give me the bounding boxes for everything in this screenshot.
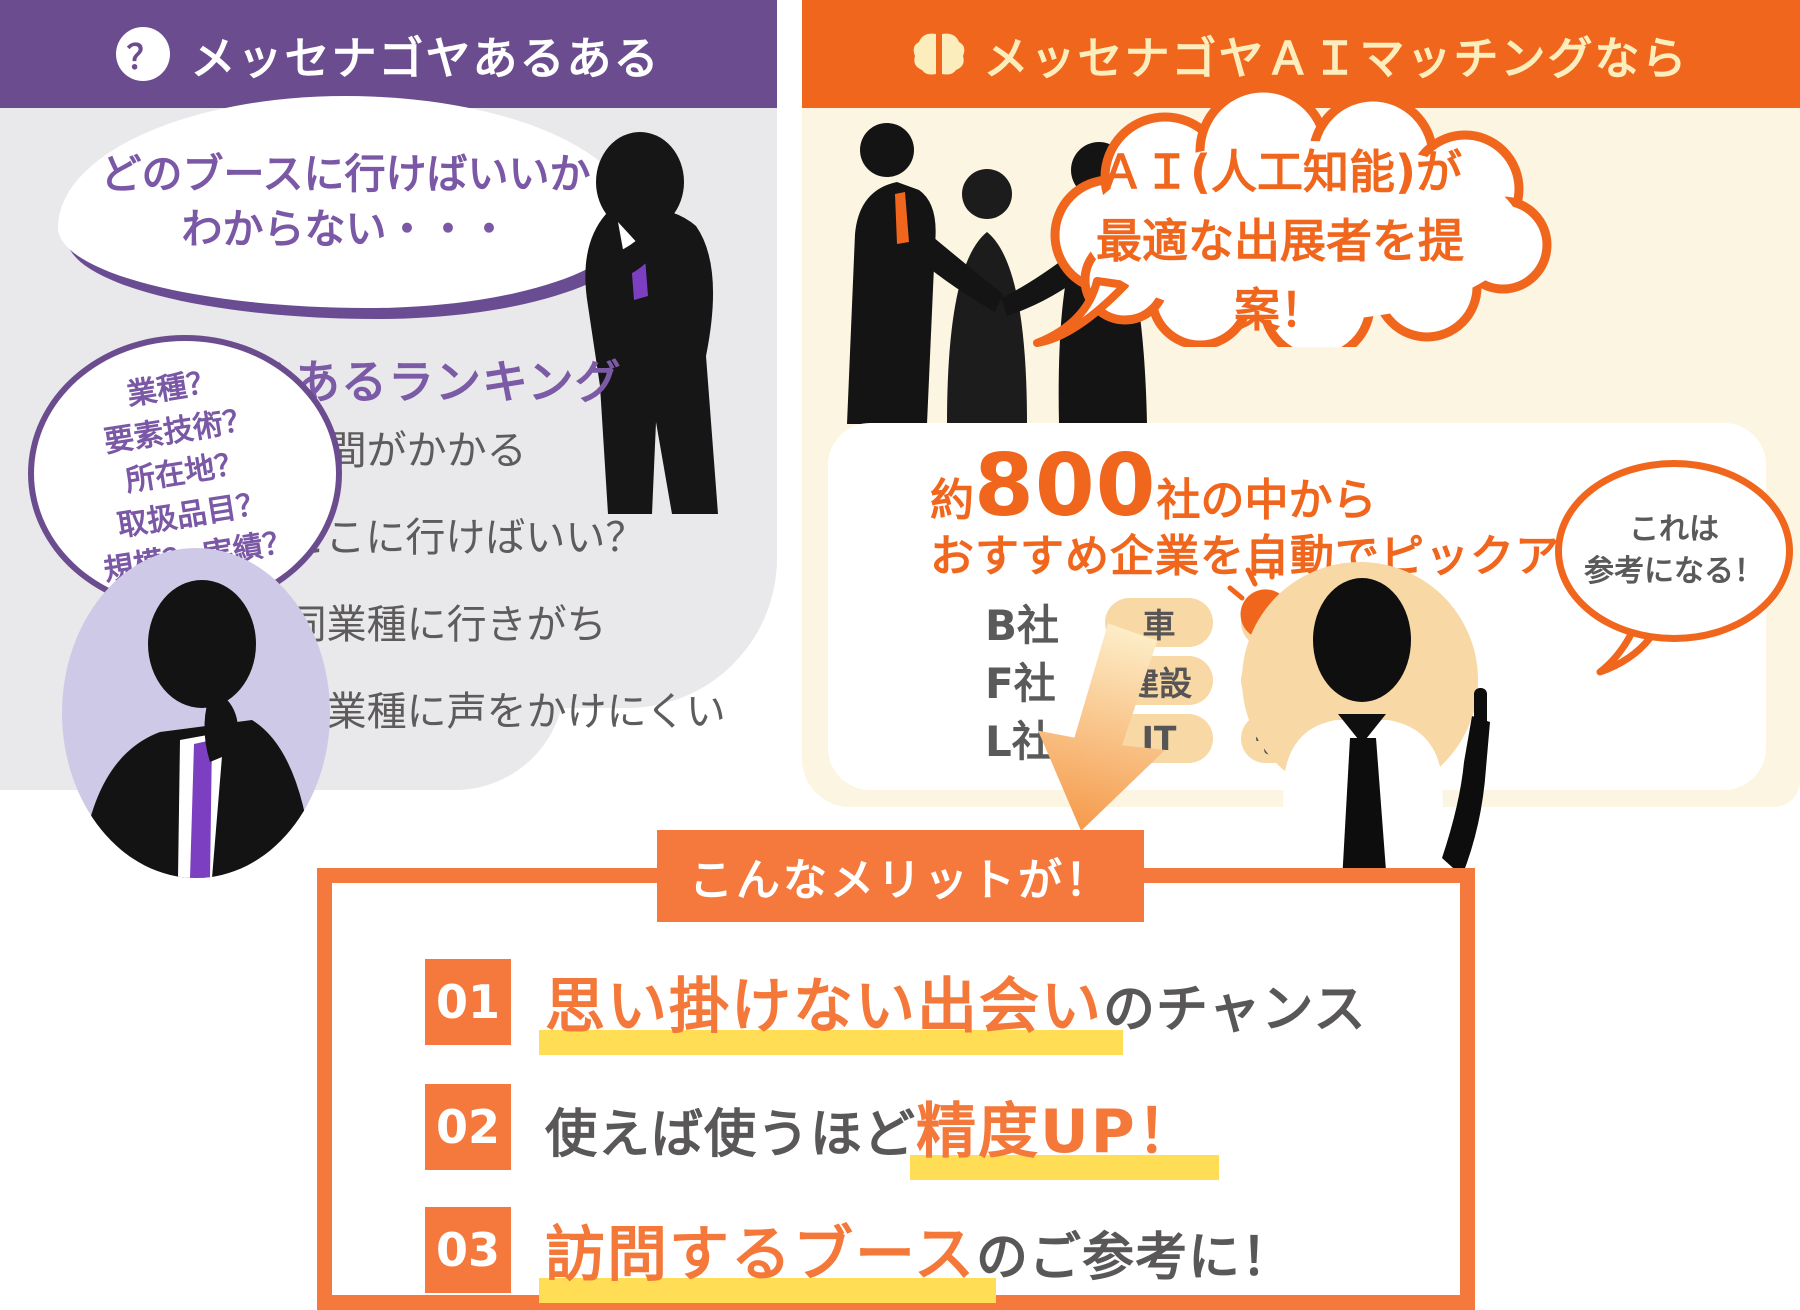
pickup-prefix: 約 (930, 475, 974, 526)
brain-icon (914, 33, 965, 75)
thinking-man-silhouette (585, 132, 718, 514)
merit-number-2: 02 (425, 1083, 511, 1170)
reaction-speech-bubble: これは 参考になる！ (1555, 460, 1793, 642)
merit-number-1: 01 (425, 958, 511, 1045)
thought-bubble-line1: どのブースに行けばいいか (100, 149, 591, 198)
merit-item-2: 02 使えば使うほど 精度UP！ (425, 1083, 1219, 1180)
company-name: B社 (985, 601, 1060, 650)
pickup-number: 800 (974, 436, 1157, 536)
pickup-suffix: 社の中から (1156, 475, 1377, 526)
company-name: F社 (985, 659, 1056, 708)
merit-3-highlight: 訪問するブース (539, 1206, 996, 1303)
merit-label: こんなメリットが！ (657, 830, 1144, 922)
right-header-title: メッセナゴヤＡＩマッチングなら (983, 31, 1689, 85)
pickup-headline-line1: 約 800 社の中から (930, 436, 1377, 536)
down-arrow (1038, 623, 1166, 831)
merit-2-prefix: 使えば使うほど (545, 1105, 917, 1165)
merit-number-3: 03 (425, 1206, 511, 1293)
reaction-line1: これは (1629, 512, 1719, 547)
merit-1-highlight: 思い掛けない出会い (539, 958, 1123, 1055)
merit-2-highlight: 精度UP！ (910, 1083, 1219, 1180)
ai-bubble-line1: ＡＩ(人工知能)が (1097, 145, 1463, 199)
merit-3-rest: のご参考に！ (976, 1228, 1295, 1288)
ranking-list: ① 時間がかかる ② どこに行けばいい？ ③ 同業種に行きがち ④ 異業種に声を… (238, 418, 726, 766)
thought-bubble-line2: わからない・・・ (181, 205, 510, 253)
thought-bubble: どのブースに行けばいいか わからない・・・ (58, 96, 633, 308)
company-name: L社 (985, 717, 1054, 766)
merit-1-rest: のチャンス (1103, 980, 1367, 1040)
pondering-man-silhouette (62, 548, 330, 878)
left-header: ？ メッセナゴヤあるある (0, 0, 777, 108)
merit-item-1: 01 思い掛けない出会い のチャンス (425, 958, 1367, 1055)
left-header-title: メッセナゴヤあるある (190, 31, 661, 85)
question-speech-bubble: 業種？ 要素技術？ 所在地？ 取扱品目？ 規模？ 実績？ (28, 335, 342, 612)
question-icon: ？ (116, 27, 171, 81)
ai-bubble-line2: 最適な出展者を提案！ (1096, 214, 1464, 337)
reaction-line2: 参考になる！ (1584, 554, 1764, 589)
right-header: メッセナゴヤＡＩマッチングなら (802, 0, 1800, 108)
ai-cloud-bubble (1033, 85, 1552, 347)
merit-item-3: 03 訪問するブース のご参考に！ (425, 1206, 1295, 1303)
ai-cloud-bubble-text: ＡＩ(人工知能)が 最適な出展者を提案！ (1055, 138, 1505, 345)
pickup-headline-line2: おすすめ企業を自動でピックアップ (930, 531, 1650, 582)
